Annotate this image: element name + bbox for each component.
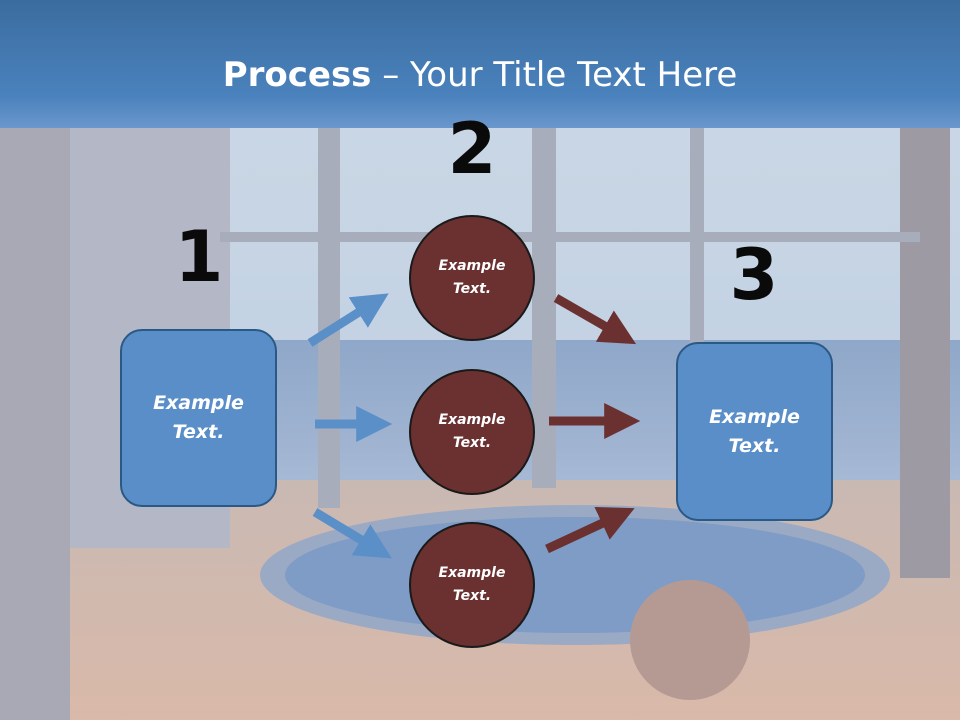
circle-middle-line1: Example (438, 412, 506, 428)
circle-top-line1: Example (438, 258, 506, 274)
arrow-blue-up (307, 293, 389, 347)
step-1-label-line2: Text. (172, 421, 225, 443)
title-bold: Process (222, 55, 372, 95)
slide-title: Process – Your Title Text Here (0, 52, 960, 98)
circle-bottom-line2: Text. (452, 588, 492, 604)
circle-bottom-line1: Example (438, 565, 506, 581)
circle-middle-line2: Text. (452, 435, 492, 451)
arrow-red-down (553, 294, 637, 345)
arrow-blue-down (312, 508, 392, 559)
title-rest: – Your Title Text Here (371, 55, 738, 95)
circle-top-line2: Text. (452, 281, 492, 297)
step-3-label-line1: Example (709, 405, 800, 428)
title-band (0, 0, 960, 128)
step-3-label-line2: Text. (728, 434, 781, 457)
step-number-2: 2 (447, 108, 497, 190)
step-number-3: 3 (729, 234, 779, 316)
arrow-red-up (545, 507, 635, 554)
step-number-1: 1 (174, 216, 224, 298)
step-1-label-line1: Example (153, 392, 244, 414)
